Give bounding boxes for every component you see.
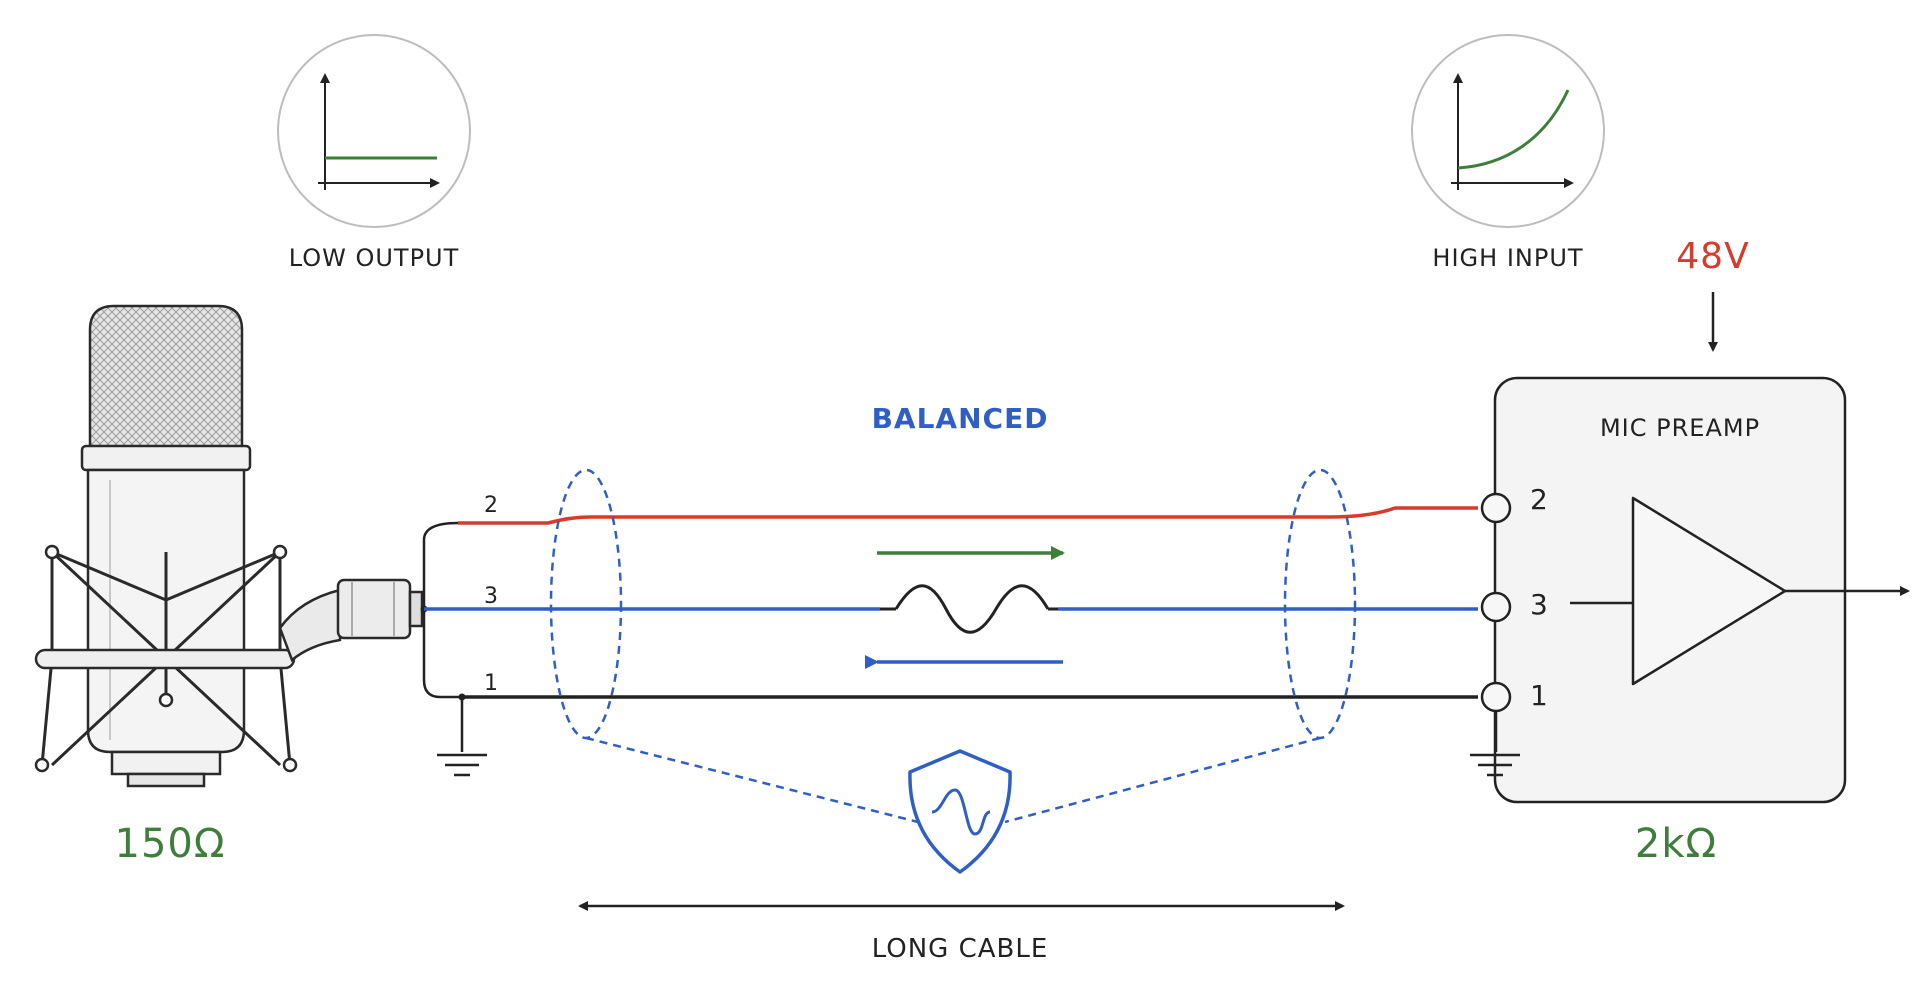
low-output-label: LOW OUTPUT [289,244,460,272]
high-input-graph [1411,34,1605,228]
preamp-pin-2: 2 [1530,483,1548,516]
balanced-label: BALANCED [872,402,1049,435]
signal-wave-icon [894,584,1050,634]
mic-ground-icon [437,753,487,777]
preamp-pin-1: 1 [1530,679,1548,712]
long-cable-label: LONG CABLE [872,934,1049,964]
phantom-power-label: 48V [1676,236,1749,277]
preamp-title: MIC PREAMP [1600,414,1760,442]
cable-shield [549,468,1357,824]
preamp-terminals [1480,492,1512,713]
preamp-impedance-label: 2kΩ [1635,821,1717,867]
preamp-pin-3: 3 [1530,588,1548,621]
preamp-ground-icon [1470,753,1520,777]
mic-pin-1: 1 [484,671,498,696]
mic-pin-3: 3 [484,584,498,609]
mic-wire-bracket [422,521,462,699]
hot-conductor [458,506,1478,525]
high-input-label: HIGH INPUT [1432,244,1583,272]
mic-preamp [1493,376,1847,804]
shield-icon [908,749,1012,874]
low-output-graph [277,34,471,228]
mic-pin-2: 2 [484,493,498,518]
microphone [34,304,424,788]
mic-impedance-label: 150Ω [115,821,226,867]
